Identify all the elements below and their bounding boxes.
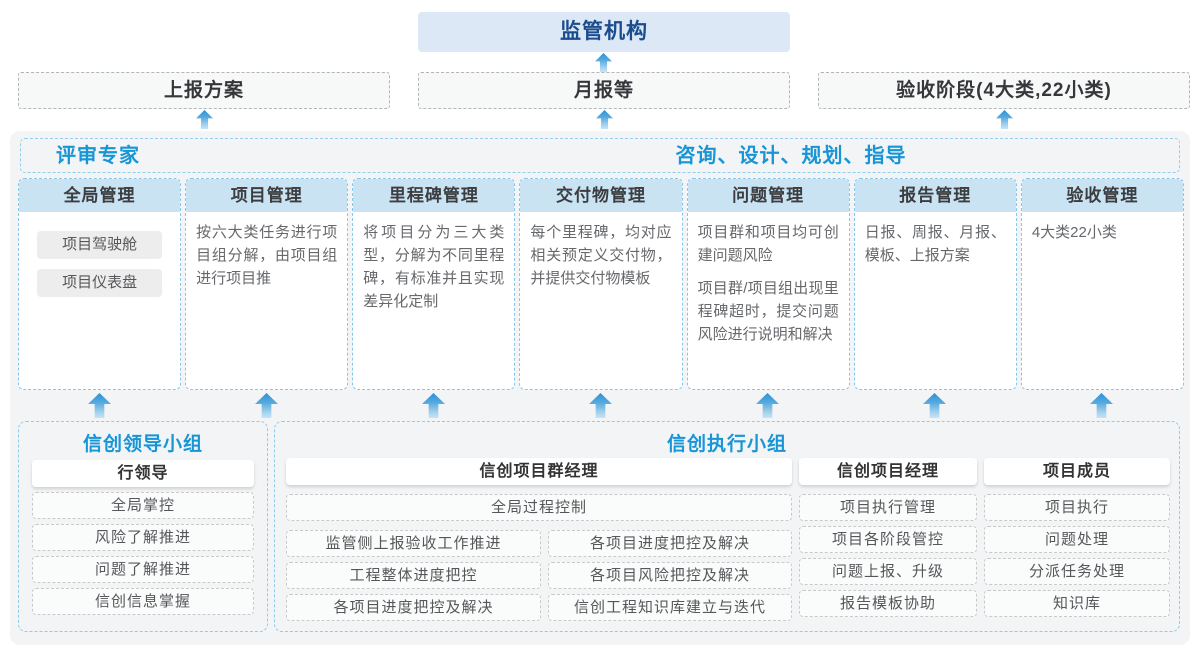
pm-item: 报告模板协助 [799, 590, 977, 617]
column-text: 每个里程碑，均对应相关预定义交付物，并提供交付物模板 [530, 224, 672, 287]
column-text: 4大类22小类 [1031, 224, 1117, 241]
column-body: 日报、周报、月报、模板、上报方案 [855, 212, 1016, 276]
column-title: 问题管理 [687, 179, 849, 212]
role-bank-leader: 行领导 [32, 460, 254, 487]
pg-item-grid: 监管侧上报验收工作推进 各项目进度把控及解决 工程整体进度把控 各项目风险把控及… [286, 530, 792, 621]
up-arrow-icon [255, 393, 278, 418]
column-milestone-mgmt: 里程碑管理 将项目分为三大类型，分解为不同里程碑，有标准并且实现差异化定制 [352, 178, 516, 390]
chip-dashboard: 项目仪表盘 [37, 269, 163, 297]
role-project-member: 项目成员 [984, 458, 1170, 485]
header-band: 评审专家 咨询、设计、规划、指导 [20, 138, 1180, 173]
column-acceptance-mgmt: 验收管理 4大类22小类 [1020, 178, 1184, 390]
pg-item: 监管侧上报验收工作推进 [286, 530, 541, 557]
pm-item: 问题上报、升级 [799, 558, 977, 585]
member-item: 项目执行 [984, 494, 1170, 521]
up-arrow-icon [596, 110, 613, 129]
member-item: 知识库 [984, 590, 1170, 617]
pg-item: 信创工程知识库建立与迭代 [548, 594, 792, 621]
chip-cockpit: 项目驾驶舱 [37, 231, 163, 259]
member-item: 问题处理 [984, 526, 1170, 553]
column-title: 验收管理 [1021, 179, 1183, 212]
column-body: 将项目分为三大类型，分解为不同里程碑，有标准并且实现差异化定制 [353, 212, 514, 322]
regulator-box: 监管机构 [418, 12, 790, 52]
program-manager-column: 信创项目群经理 全局过程控制 监管侧上报验收工作推进 各项目进度把控及解决 工程… [286, 458, 792, 621]
up-arrow-icon [756, 393, 779, 418]
column-text: 按六大类任务进行项目组分解，由项目组进行项目推 [196, 224, 338, 287]
pg-item: 全局过程控制 [286, 494, 792, 521]
leader-item: 信创信息掌握 [32, 588, 254, 615]
guidance-label: 咨询、设计、规划、指导 [675, 145, 907, 167]
up-arrow-icon [996, 110, 1013, 129]
column-body: 项目群和项目均可创建问题风险 项目群/项目组出现里程碑超时，提交问题风险进行说明… [688, 212, 849, 355]
leader-item: 全局掌控 [32, 492, 254, 519]
column-title: 项目管理 [186, 179, 348, 212]
pg-item: 各项目进度把控及解决 [286, 594, 541, 621]
exec-columns: 信创项目群经理 全局过程控制 监管侧上报验收工作推进 各项目进度把控及解决 工程… [286, 458, 1170, 621]
column-text: 将项目分为三大类型，分解为不同里程碑，有标准并且实现差异化定制 [363, 224, 505, 310]
role-program-manager: 信创项目群经理 [286, 458, 792, 485]
column-body: 4大类22小类 [1022, 212, 1183, 253]
project-manager-column: 信创项目经理 项目执行管理 项目各阶段管控 问题上报、升级 报告模板协助 [799, 458, 977, 621]
column-title: 里程碑管理 [353, 179, 515, 212]
platform-container: 评审专家 咨询、设计、规划、指导 全局管理 项目驾驶舱 项目仪表盘 项目管理 按… [10, 131, 1190, 645]
column-title: 全局管理 [19, 179, 181, 212]
leader-item: 问题了解推进 [32, 556, 254, 583]
role-project-manager: 信创项目经理 [799, 458, 977, 485]
column-text: 项目群和项目均可创建问题风险 [697, 224, 839, 264]
pg-item: 各项目风险把控及解决 [548, 562, 792, 589]
member-item: 分派任务处理 [984, 558, 1170, 585]
leader-group-box: 信创领导小组 行领导 全局掌控 风险了解推进 问题了解推进 信创信息掌握 [18, 421, 268, 632]
column-report-mgmt: 报告管理 日报、周报、月报、模板、上报方案 [853, 178, 1017, 390]
column-body: 项目驾驶舱 项目仪表盘 [19, 212, 180, 306]
member-column: 项目成员 项目执行 问题处理 分派任务处理 知识库 [984, 458, 1170, 621]
column-project-mgmt: 项目管理 按六大类任务进行项目组分解，由项目组进行项目推 [185, 178, 349, 390]
pm-item: 项目执行管理 [799, 494, 977, 521]
column-issue-mgmt: 问题管理 项目群和项目均可创建问题风险 项目群/项目组出现里程碑超时，提交问题风… [686, 178, 850, 390]
up-arrow-icon [595, 53, 612, 72]
up-arrow-icon [88, 393, 111, 418]
up-arrow-icon [196, 110, 213, 129]
up-arrow-icon [422, 393, 445, 418]
exec-group-title: 信创执行小组 [666, 434, 787, 455]
up-arrow-icon [589, 393, 612, 418]
module-columns: 全局管理 项目驾驶舱 项目仪表盘 项目管理 按六大类任务进行项目组分解，由项目组… [18, 178, 1184, 390]
column-text: 项目群/项目组出现里程碑超时，提交问题风险进行说明和解决 [697, 280, 839, 343]
report-box-monthly: 月报等 [418, 72, 790, 109]
expert-label: 评审专家 [56, 145, 140, 167]
report-box-plan: 上报方案 [18, 72, 390, 109]
pm-item: 项目各阶段管控 [799, 526, 977, 553]
column-body: 每个里程碑，均对应相关预定义交付物，并提供交付物模板 [520, 212, 681, 299]
column-text: 日报、周报、月报、模板、上报方案 [864, 224, 1006, 264]
column-global-mgmt: 全局管理 项目驾驶舱 项目仪表盘 [18, 178, 182, 390]
report-box-acceptance: 验收阶段(4大类,22小类) [818, 72, 1190, 109]
up-arrow-icon [923, 393, 946, 418]
column-title: 交付物管理 [520, 179, 682, 212]
pg-item: 各项目进度把控及解决 [548, 530, 792, 557]
pg-item: 工程整体进度把控 [286, 562, 541, 589]
column-title: 报告管理 [854, 179, 1016, 212]
leader-group-title: 信创领导小组 [82, 434, 203, 455]
up-arrow-icon [1090, 393, 1113, 418]
leader-item: 风险了解推进 [32, 524, 254, 551]
exec-group-box: 信创执行小组 信创项目群经理 全局过程控制 监管侧上报验收工作推进 各项目进度把… [274, 421, 1180, 632]
column-deliverable-mgmt: 交付物管理 每个里程碑，均对应相关预定义交付物，并提供交付物模板 [519, 178, 683, 390]
column-body: 按六大类任务进行项目组分解，由项目组进行项目推 [186, 212, 347, 299]
